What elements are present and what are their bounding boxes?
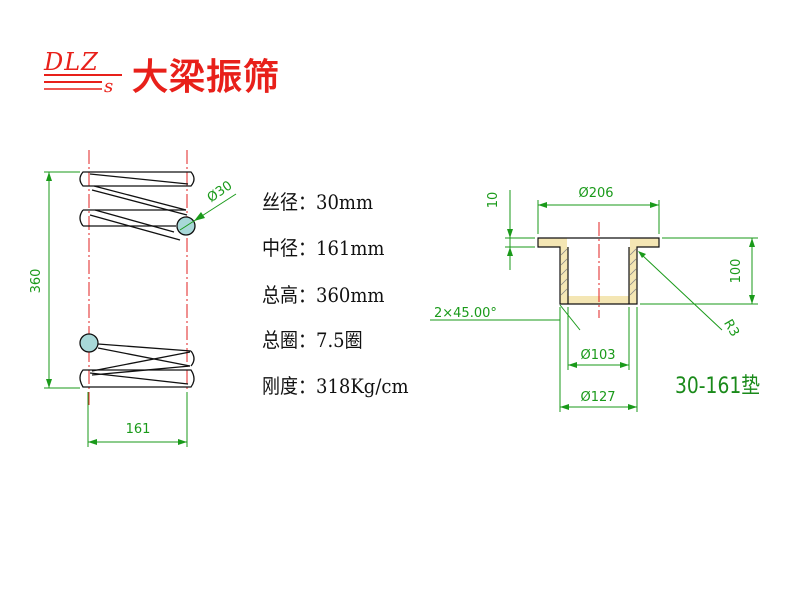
spec-item-wire-diameter: 丝径：30mm <box>262 186 373 215</box>
spec-sep: ： <box>298 190 316 214</box>
pad-radius-dim: R3 <box>720 317 742 339</box>
spring-centerlines <box>88 150 188 405</box>
company-name: 大梁振筛 <box>132 57 281 98</box>
spec-label: 总圈 <box>262 328 298 352</box>
logo-underline-icon <box>44 74 122 90</box>
pad-height-dim: 100 <box>729 259 744 284</box>
spec-value: 360mm <box>316 283 385 307</box>
pad-chamfer-dim: 2×45.00° <box>434 306 497 321</box>
spec-sep: ： <box>298 374 316 398</box>
spring-dimension-arrows <box>46 172 205 445</box>
spring-dimensions <box>44 171 237 447</box>
spec-sep: ： <box>298 283 316 307</box>
pad-dimensions <box>430 190 758 412</box>
spec-sep: ： <box>298 236 316 260</box>
spring-wire-section-bottom <box>79 333 99 353</box>
spring-bottom-coils <box>79 343 195 388</box>
logo-letters: DLZ <box>44 48 99 76</box>
spec-value: 7.5圈 <box>316 328 363 352</box>
logo-sub: s <box>104 76 114 97</box>
spec-item-stiffness: 刚度：318Kg/cm <box>262 370 409 399</box>
pad-inner-diameter-dim: Ø103 <box>580 348 615 363</box>
spec-item-mean-diameter: 中径：161mm <box>262 232 384 261</box>
pad-outer-diameter-dim: Ø127 <box>580 390 615 405</box>
spec-label: 刚度 <box>262 374 298 398</box>
spring-pitch-diameter-dim: 161 <box>126 422 151 437</box>
pad-flange-thickness-dim: 10 <box>486 192 501 209</box>
pad-outline <box>537 237 660 305</box>
pad-part-name: 30-161垫 <box>675 374 760 399</box>
spring-height-dim: 360 <box>29 269 44 294</box>
spec-value: 161mm <box>316 236 385 260</box>
spring-top-coils <box>79 171 195 241</box>
spec-item-total-height: 总高：360mm <box>262 279 384 308</box>
spec-value: 30mm <box>316 190 374 214</box>
spec-item-total-coils: 总圈：7.5圈 <box>262 324 363 353</box>
pad-dimension-arrows <box>507 202 755 410</box>
spec-sep: ： <box>298 328 316 352</box>
spec-label: 中径 <box>262 236 298 260</box>
pad-top-diameter-dim: Ø206 <box>578 186 613 201</box>
spec-label: 丝径 <box>262 190 298 214</box>
spec-label: 总高 <box>262 283 298 307</box>
spec-value: 318Kg/cm <box>316 374 409 398</box>
pad-hatch <box>560 248 637 296</box>
